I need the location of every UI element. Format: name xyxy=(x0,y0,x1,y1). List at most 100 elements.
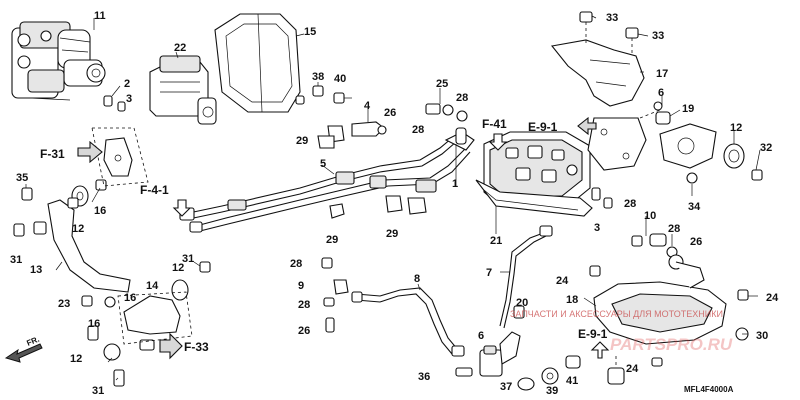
diagram-code: MFL4F4000A xyxy=(684,385,734,394)
part-15-cover xyxy=(214,13,305,113)
ref-label-f31: F-31 xyxy=(40,147,65,161)
ref-f41-center[interactable]: F-41 xyxy=(482,117,508,151)
fasteners-25-26-28 xyxy=(425,103,468,145)
ref-f33[interactable]: F-33 xyxy=(159,332,209,360)
callout-28f: 28 xyxy=(668,223,680,235)
part-10-joint xyxy=(631,233,678,258)
callout-38: 38 xyxy=(312,71,324,83)
callout-1: 1 xyxy=(452,178,458,190)
ref-label-e91-lower: E-9-1 xyxy=(578,327,608,341)
clips-29 xyxy=(317,135,427,219)
callout-26a: 26 xyxy=(384,107,396,119)
ref-label-f33: F-33 xyxy=(184,340,209,354)
fr-label: FR. xyxy=(25,335,40,348)
callout-6a: 6 xyxy=(658,87,664,99)
callout-9: 9 xyxy=(298,280,304,292)
callout-20: 20 xyxy=(516,297,528,309)
callout-41: 41 xyxy=(566,375,578,387)
ref-f41-left[interactable]: F-4-1 xyxy=(140,183,192,217)
ref-e91-upper[interactable]: E-9-1 xyxy=(528,116,597,136)
callout-11: 11 xyxy=(94,10,106,22)
callout-37: 37 xyxy=(500,381,512,393)
mounting-plate xyxy=(587,109,661,171)
left-bracket-assembly xyxy=(13,179,131,293)
part-8-lower-pipe xyxy=(351,287,465,357)
leader-lines xyxy=(25,15,761,381)
callout-19: 19 xyxy=(682,103,694,115)
arrow-down-icon xyxy=(172,199,192,217)
callout-35: 35 xyxy=(16,172,28,184)
part-34-bracket xyxy=(655,111,717,184)
callout-24a: 24 xyxy=(556,275,569,287)
part-18-lower-bracket xyxy=(589,254,749,367)
part-11-motor-unit xyxy=(11,21,126,112)
arrow-down-icon xyxy=(488,133,508,151)
ref-e91-lower[interactable]: E-9-1 xyxy=(578,327,610,359)
callout-40: 40 xyxy=(334,73,346,85)
callout-6b: 6 xyxy=(478,330,484,342)
callout-31b: 31 xyxy=(182,253,194,265)
callout-12a: 12 xyxy=(730,122,742,134)
callout-3b: 3 xyxy=(594,222,600,234)
callout-numbers: 11 22 15 2 3 38 40 25 4 26 28 28 33 33 1… xyxy=(10,10,779,397)
callout-7: 7 xyxy=(486,267,492,279)
fasteners-9-28-26 xyxy=(321,257,349,333)
callout-26b: 26 xyxy=(298,325,310,337)
callout-16c: 16 xyxy=(88,318,100,330)
callout-24c: 24 xyxy=(626,363,639,375)
arrow-right-icon xyxy=(77,140,103,164)
fasteners-3-28-right xyxy=(591,187,613,209)
callout-29a: 29 xyxy=(296,135,308,147)
f31-bracket xyxy=(91,127,149,187)
callout-22: 22 xyxy=(174,42,186,54)
fitting-e91-lower xyxy=(607,356,625,385)
watermark-text: ЗАПЧАСТИ И АКСЕССУАРЫ ДЛЯ МОТОТЕХНИКИ xyxy=(510,309,723,319)
callout-14: 14 xyxy=(146,280,159,292)
callout-28d: 28 xyxy=(298,299,310,311)
callout-16a: 16 xyxy=(94,205,106,217)
callout-15: 15 xyxy=(304,26,316,38)
callout-39: 39 xyxy=(546,385,558,397)
watermark: ЗАПЧАСТИ И АКСЕССУАРЫ ДЛЯ МОТОТЕХНИКИ PA… xyxy=(510,309,733,354)
callout-4: 4 xyxy=(364,100,371,112)
part-5-brake-pipes xyxy=(179,131,475,233)
arrow-right-icon xyxy=(159,332,183,360)
callout-28c: 28 xyxy=(290,258,302,270)
callout-28e: 28 xyxy=(624,198,636,210)
callout-21: 21 xyxy=(490,235,502,247)
callout-33b: 33 xyxy=(652,30,664,42)
callout-29c: 29 xyxy=(386,228,398,240)
ref-label-e91-upper: E-9-1 xyxy=(528,120,558,134)
callout-26c: 26 xyxy=(690,236,702,248)
callout-13: 13 xyxy=(30,264,42,276)
callout-28a: 28 xyxy=(456,92,468,104)
callout-17: 17 xyxy=(656,68,668,80)
arrow-left-icon xyxy=(577,116,597,136)
callout-23: 23 xyxy=(58,298,70,310)
ref-f31[interactable]: F-31 xyxy=(40,140,103,164)
callout-16b: 16 xyxy=(124,292,136,304)
callout-18: 18 xyxy=(566,294,578,306)
callout-29b: 29 xyxy=(326,234,338,246)
callout-32: 32 xyxy=(760,142,772,154)
callout-5: 5 xyxy=(320,158,326,170)
part-17-bracket xyxy=(550,11,663,111)
callout-2: 2 xyxy=(124,78,130,90)
callout-12b: 12 xyxy=(72,223,84,235)
callout-10: 10 xyxy=(644,210,656,222)
callout-31c: 31 xyxy=(92,385,104,397)
lower-center-fittings xyxy=(455,305,581,391)
callout-28b: 28 xyxy=(412,124,424,136)
callout-24b: 24 xyxy=(766,292,779,304)
fasteners-38-40 xyxy=(312,85,352,104)
callout-31a: 31 xyxy=(10,254,22,266)
part-22-actuator xyxy=(149,55,217,125)
callout-25: 25 xyxy=(436,78,448,90)
callout-34: 34 xyxy=(688,201,701,213)
callout-3: 3 xyxy=(126,93,132,105)
callout-30: 30 xyxy=(756,330,768,342)
callout-33a: 33 xyxy=(606,12,618,24)
part-4-bracket xyxy=(327,121,387,143)
ref-label-f41-left: F-4-1 xyxy=(140,183,169,197)
